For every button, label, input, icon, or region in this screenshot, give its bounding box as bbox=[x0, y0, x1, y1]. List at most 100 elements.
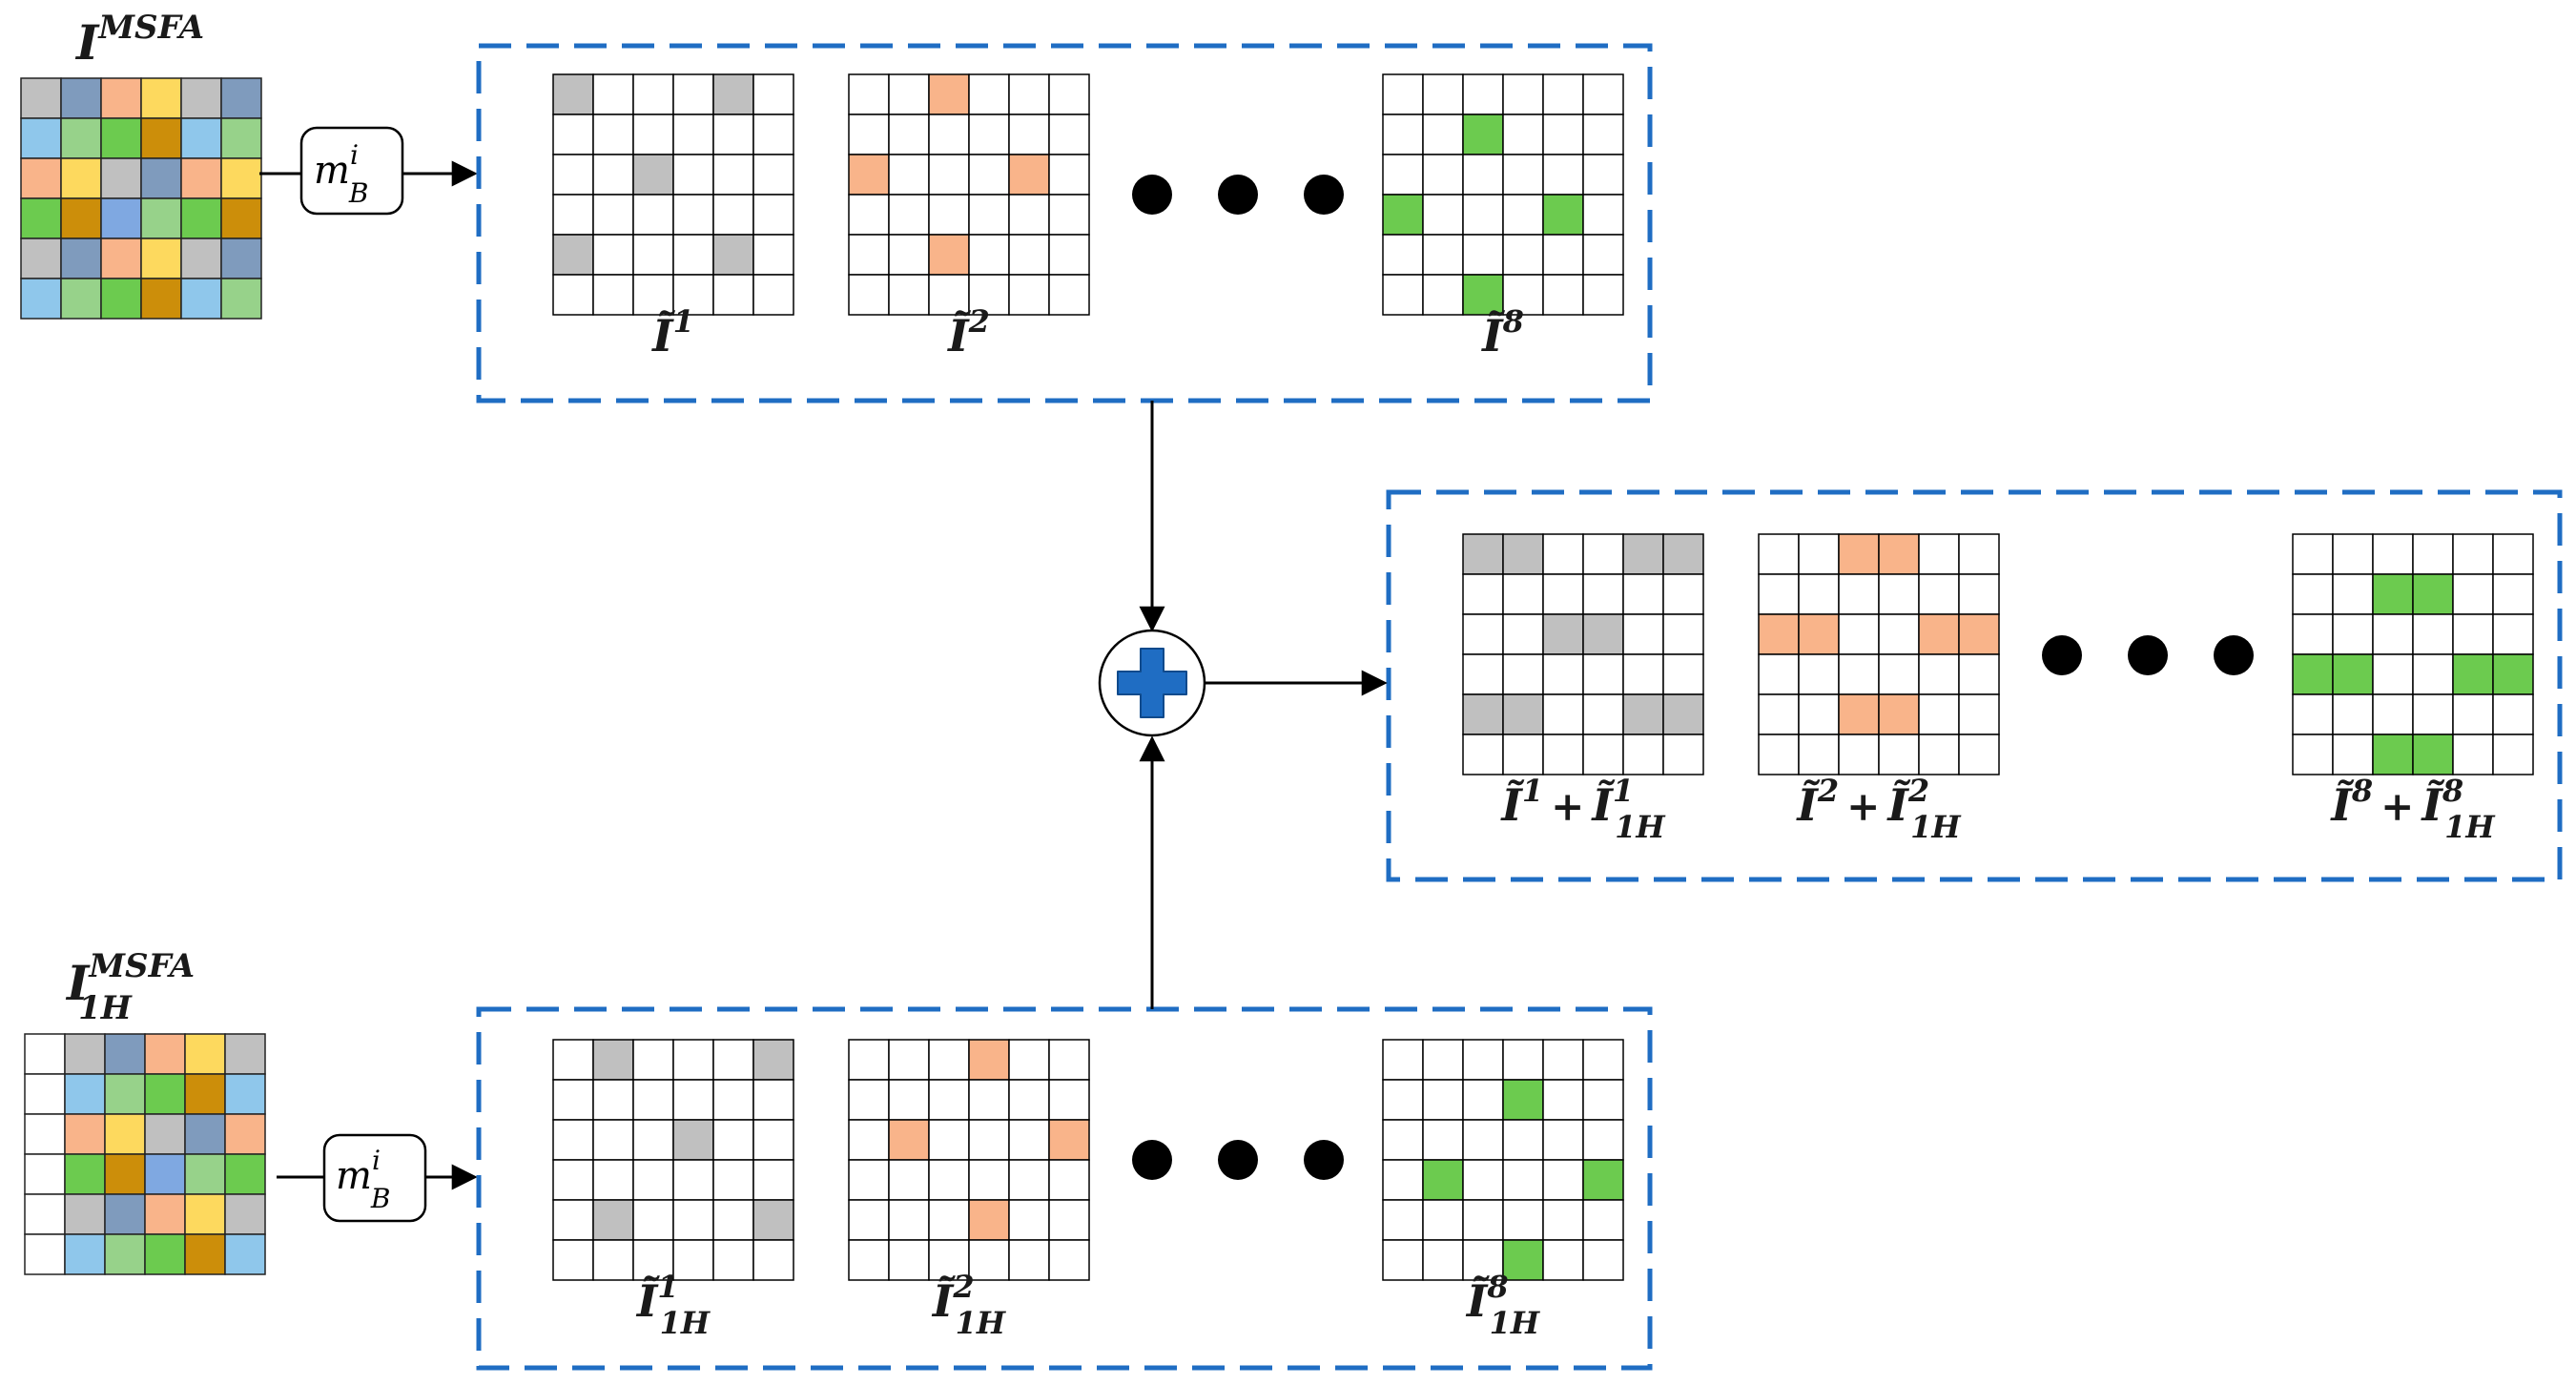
grid-cell bbox=[1502, 573, 1544, 615]
grid-cell bbox=[1422, 1119, 1464, 1161]
grid-cell bbox=[888, 114, 930, 155]
grid-cell bbox=[1462, 1079, 1504, 1121]
grid-cell bbox=[672, 1199, 714, 1241]
grid-cell bbox=[2452, 653, 2494, 695]
grid-cell bbox=[968, 274, 1010, 316]
mosaic-cell bbox=[220, 197, 262, 239]
grid-cell bbox=[752, 73, 794, 115]
grid-cell bbox=[1382, 234, 1424, 276]
grid-cell bbox=[2492, 533, 2534, 575]
grid-cell bbox=[1838, 653, 1880, 695]
grid-cell bbox=[752, 154, 794, 196]
grid-cell bbox=[1542, 114, 1584, 155]
grid-cell bbox=[592, 1199, 634, 1241]
grid-cell bbox=[928, 1199, 970, 1241]
mosaic-cell bbox=[104, 1193, 146, 1235]
grid-cell bbox=[712, 73, 754, 115]
msfa-mosaic-top bbox=[20, 77, 262, 320]
mosaic-cell bbox=[184, 1153, 226, 1195]
grid-cell bbox=[1582, 533, 1624, 575]
grid-cell bbox=[2452, 573, 2494, 615]
grid-cell bbox=[1462, 653, 1504, 695]
grid-cell bbox=[1502, 1039, 1544, 1081]
grid-cell bbox=[632, 274, 674, 316]
grid-cell bbox=[592, 194, 634, 236]
grid-cell bbox=[1622, 653, 1664, 695]
mosaic-cell bbox=[104, 1113, 146, 1155]
grid-cell bbox=[1582, 693, 1624, 735]
grid-cell bbox=[1008, 1159, 1050, 1201]
mosaic-cell bbox=[144, 1033, 186, 1075]
mosaic-cell bbox=[144, 1193, 186, 1235]
grid-cell bbox=[1798, 653, 1840, 695]
mosaic-cell bbox=[24, 1233, 66, 1275]
grid-cell bbox=[1582, 1119, 1624, 1161]
grid-cell bbox=[1758, 653, 1800, 695]
grid-cell bbox=[928, 73, 970, 115]
mosaic-cell bbox=[220, 157, 262, 199]
grid-cell bbox=[1502, 274, 1544, 316]
grid-cell bbox=[672, 1239, 714, 1281]
mosaic-cell bbox=[64, 1033, 106, 1075]
ellipsis-dots-sum bbox=[2042, 635, 2254, 675]
mask-operator-box-top bbox=[299, 126, 404, 216]
mosaic-cell bbox=[184, 1193, 226, 1235]
mosaic-cell bbox=[104, 1033, 146, 1075]
grid-cell bbox=[1622, 693, 1664, 735]
grid-cell bbox=[1048, 194, 1090, 236]
mosaic-cell bbox=[100, 117, 142, 159]
mosaic-cell bbox=[144, 1153, 186, 1195]
grid-cell bbox=[2292, 653, 2334, 695]
grid-cell bbox=[1542, 573, 1584, 615]
grid-cell bbox=[1918, 693, 1960, 735]
grid-cell bbox=[2372, 734, 2414, 775]
grid-cell bbox=[712, 1079, 754, 1121]
grid-cell bbox=[1838, 613, 1880, 655]
grid-cell bbox=[1798, 573, 1840, 615]
grid-cell bbox=[1878, 734, 1920, 775]
grid-cell bbox=[848, 1039, 890, 1081]
mosaic-cell bbox=[144, 1233, 186, 1275]
grid-cell bbox=[1462, 154, 1504, 196]
grid-cell bbox=[632, 1239, 674, 1281]
mosaic-cell bbox=[224, 1193, 266, 1235]
grid-cell bbox=[1622, 533, 1664, 575]
grid-cell bbox=[1838, 573, 1880, 615]
mosaic-cell bbox=[24, 1073, 66, 1115]
grid-cell bbox=[1502, 234, 1544, 276]
grid-cell bbox=[632, 1199, 674, 1241]
grid-cell bbox=[1462, 573, 1504, 615]
mosaic-cell bbox=[180, 238, 222, 279]
grid-cell bbox=[2492, 573, 2534, 615]
grid-cell bbox=[2332, 693, 2374, 735]
grid-cell bbox=[1422, 1239, 1464, 1281]
grid-cell bbox=[848, 73, 890, 115]
dashed-box-summed-bands bbox=[1386, 489, 2563, 882]
grid-cell bbox=[552, 234, 594, 276]
mosaic-cell bbox=[140, 157, 182, 199]
mosaic-cell bbox=[104, 1073, 146, 1115]
grid-cell bbox=[888, 1079, 930, 1121]
grid-cell bbox=[1878, 653, 1920, 695]
ellipsis-dots-bottom bbox=[1132, 1140, 1344, 1180]
mosaic-cell bbox=[224, 1113, 266, 1155]
grid-cell bbox=[632, 114, 674, 155]
grid-cell bbox=[592, 1039, 634, 1081]
mosaic-cell bbox=[220, 77, 262, 119]
grid-cell bbox=[672, 274, 714, 316]
grid-cell bbox=[2292, 734, 2334, 775]
grid-cell bbox=[1502, 613, 1544, 655]
grid-cell bbox=[1422, 114, 1464, 155]
grid-cell bbox=[1462, 1159, 1504, 1201]
mosaic-cell bbox=[20, 238, 62, 279]
grid-cell bbox=[1502, 114, 1544, 155]
mosaic-cell bbox=[60, 238, 102, 279]
grid-cell bbox=[848, 154, 890, 196]
grid-cell bbox=[1462, 693, 1504, 735]
grid-cell bbox=[1048, 234, 1090, 276]
grid-cell bbox=[632, 73, 674, 115]
